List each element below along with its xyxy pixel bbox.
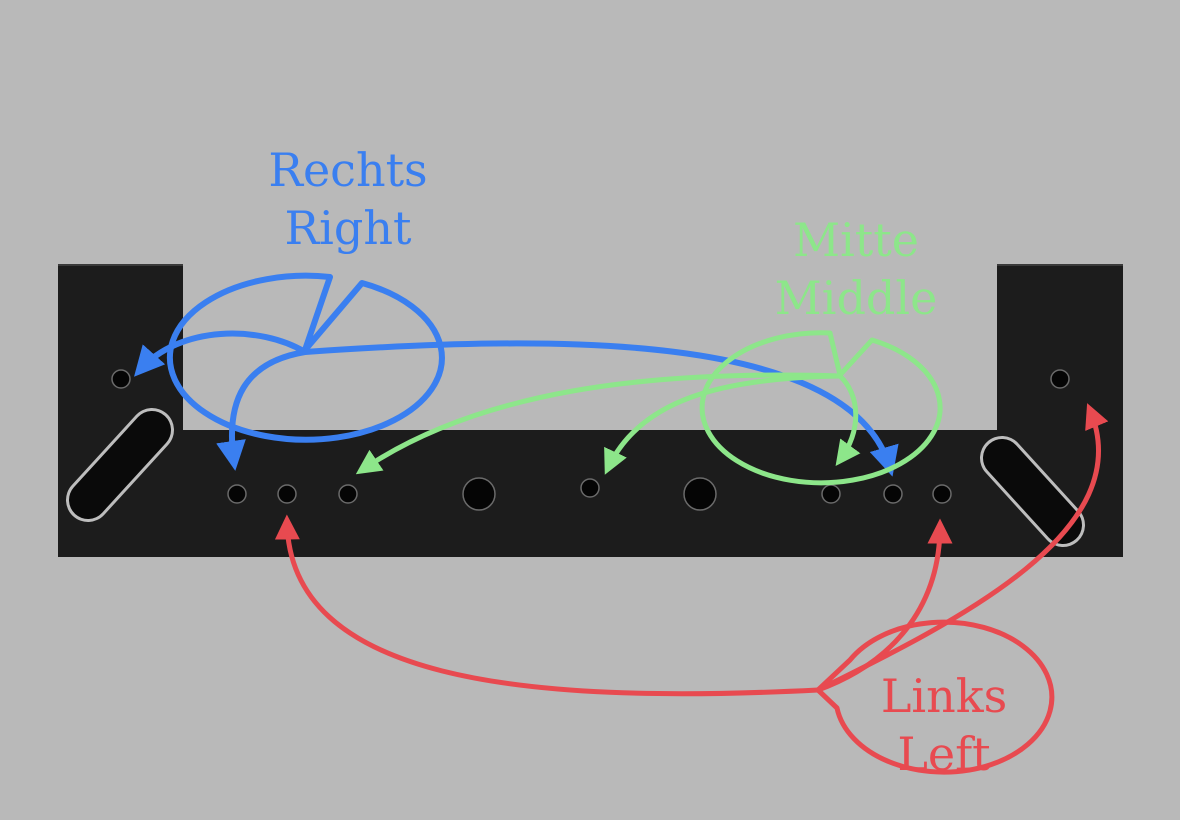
- callout-right: Rechts Right: [134, 143, 899, 477]
- hole: [932, 484, 952, 504]
- arrow-right-to-upper-left-hole: [134, 330, 308, 377]
- arrow-middle-to-right-hole: [835, 373, 861, 467]
- callout-left-bubble: [815, 619, 1055, 775]
- hole: [821, 484, 841, 504]
- callout-left-line2: Left: [897, 727, 991, 781]
- arrow-left-to-upper-right-hole: [815, 403, 1109, 693]
- hole-upper-right: [1050, 369, 1070, 389]
- hole-large: [683, 477, 717, 511]
- slot-right: [980, 436, 1085, 547]
- hole-large: [462, 477, 496, 511]
- callout-right-bubble: [166, 272, 445, 443]
- hole: [338, 484, 358, 504]
- hole: [277, 484, 297, 504]
- callout-middle-line2: Middle: [775, 271, 938, 325]
- callout-middle-bubble: [699, 330, 943, 486]
- callout-right-line1: Rechts: [268, 143, 427, 197]
- arrow-left-to-left-hole: [274, 514, 821, 697]
- arrow-right-to-left-hole: [216, 349, 308, 471]
- arrow-middle-to-left-hole: [355, 372, 843, 475]
- callout-middle: Mitte Middle: [355, 213, 943, 486]
- callout-middle-line1: Mitte: [793, 213, 919, 267]
- callout-right-line2: Right: [285, 201, 412, 255]
- callout-left-line1: Links: [881, 669, 1007, 723]
- hole: [580, 478, 600, 498]
- hole: [227, 484, 247, 504]
- callout-left: Links Left: [274, 403, 1109, 781]
- hole: [883, 484, 903, 504]
- hole-upper-left: [111, 369, 131, 389]
- slot-left: [66, 408, 174, 522]
- bracket-body: [58, 265, 1123, 557]
- holes: [111, 369, 1070, 511]
- arrow-middle-to-center-hole: [604, 373, 843, 475]
